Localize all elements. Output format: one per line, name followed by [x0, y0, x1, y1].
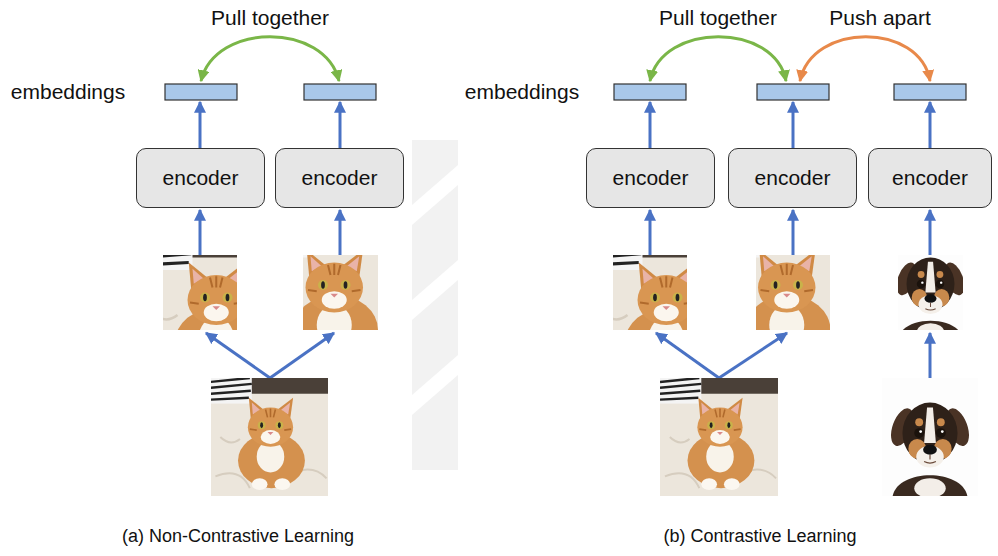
- divider-band: [412, 140, 458, 470]
- embedding-bar: [165, 84, 237, 100]
- dog-photo: [881, 378, 979, 498]
- process-box: encoder: [586, 148, 715, 208]
- embedding-bar: [304, 84, 376, 100]
- flow-arrow: [929, 210, 932, 255]
- process-box: encoder: [728, 148, 857, 208]
- row-label: embeddings: [11, 80, 125, 103]
- flow-arrow: [339, 102, 342, 148]
- flow-arrow: [199, 102, 202, 148]
- box-label: encoder: [302, 166, 378, 190]
- cat-crop-photo: [590, 238, 740, 388]
- cat-crop-photo: [258, 225, 408, 375]
- photos: [140, 225, 979, 498]
- embedding-bar: [757, 84, 829, 100]
- flow-arrow: [719, 333, 787, 378]
- cat-photo: [660, 378, 778, 496]
- flow-arrows: [200, 102, 930, 378]
- cat-crop-photo: [140, 238, 290, 388]
- arc-label: Pull together: [211, 6, 329, 29]
- dog-crop-photo: [888, 236, 974, 340]
- cat-crop-photo: [711, 225, 861, 375]
- flow-arrow: [929, 102, 932, 148]
- flow-arrow: [792, 210, 795, 255]
- embedding-bar: [894, 84, 966, 100]
- flow-arrow: [792, 102, 795, 148]
- dog-crop-photo: [888, 236, 974, 340]
- row-label: embeddings: [465, 80, 579, 103]
- box-label: encoder: [163, 166, 239, 190]
- figure-caption: (b) Contrastive Learning: [663, 527, 856, 547]
- flow-arrow: [206, 333, 270, 378]
- divider-stripes: [412, 140, 458, 470]
- cat-crop-photo: [590, 238, 740, 388]
- box-label: encoder: [613, 166, 689, 190]
- process-box: encoder: [868, 148, 992, 208]
- cat-crop-photo: [140, 238, 290, 388]
- cat-photo: [211, 378, 329, 496]
- box-label: encoder: [892, 166, 968, 190]
- arc-label: Push apart: [829, 6, 931, 29]
- push-arc: [800, 37, 930, 81]
- pull-arc: [650, 37, 786, 81]
- embedding-arcs: [201, 37, 930, 81]
- divider-stripe: [412, 165, 458, 415]
- flow-arrow: [270, 333, 334, 378]
- flow-arrow: [649, 210, 652, 255]
- cat-crop-photo: [711, 225, 861, 375]
- flow-arrow: [649, 102, 652, 148]
- flow-arrow: [199, 210, 202, 255]
- pull-arc: [201, 37, 339, 81]
- cat-photo: [660, 378, 778, 496]
- flow-arrow: [929, 333, 932, 378]
- flow-arrow: [656, 333, 719, 378]
- process-box: encoder: [275, 148, 404, 208]
- arc-label: Pull together: [659, 6, 777, 29]
- cat-crop-photo: [258, 225, 408, 375]
- box-label: encoder: [755, 166, 831, 190]
- flow-arrow: [339, 210, 342, 255]
- dog-photo: [881, 378, 979, 498]
- embedding-bar: [614, 84, 686, 100]
- cat-photo: [211, 378, 329, 496]
- process-box: encoder: [136, 148, 265, 208]
- figure-caption: (a) Non-Contrastive Learning: [122, 527, 354, 547]
